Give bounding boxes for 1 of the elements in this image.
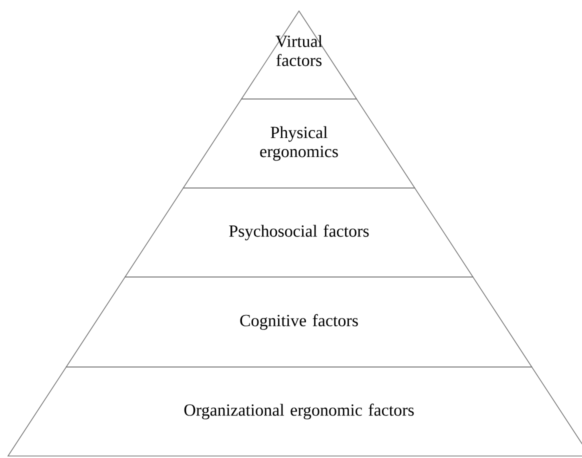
pyramid-level: Physical ergonomics — [182, 98, 416, 188]
